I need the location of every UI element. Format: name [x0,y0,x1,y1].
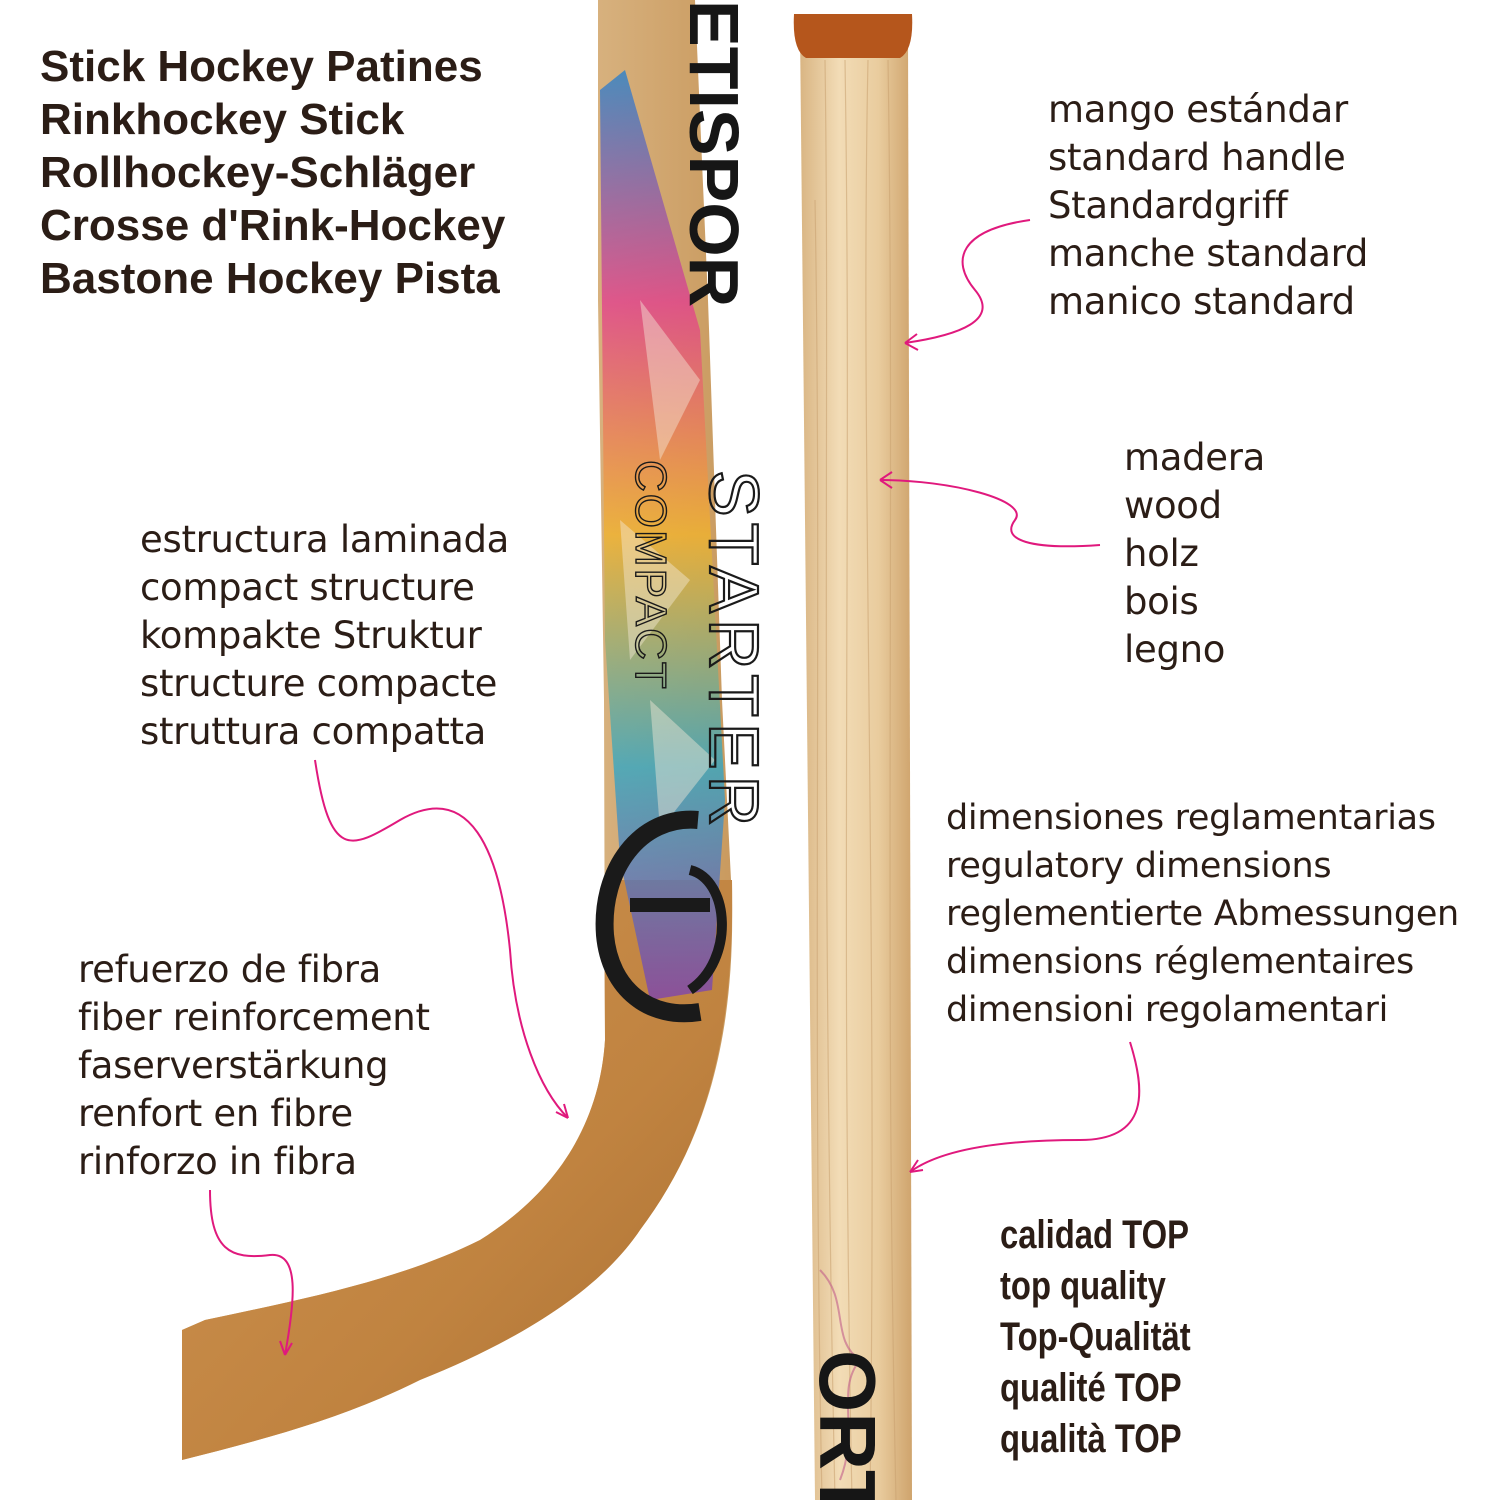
quality-line: qualità TOP [1000,1417,1182,1461]
callout-line: manico standard [1048,280,1355,323]
quality-line: qualité TOP [1000,1366,1182,1410]
callout-line: estructura laminada [140,518,510,561]
callout-line: kompakte Struktur [140,614,482,657]
callout-line: faserverstärkung [78,1044,389,1087]
callout-line: legno [1124,628,1226,671]
title-line: Rinkhockey Stick [40,95,405,144]
callout-arrows [209,219,1141,1356]
title-line: Bastone Hockey Pista [40,254,500,303]
left-stick [182,0,733,1460]
callout-line: dimensiones reglamentarias [946,798,1436,838]
callout-line: struttura compatta [140,710,487,753]
brand-logo [595,810,727,1023]
callout-fiber: refuerzo de fibra fiber reinforcement fa… [78,946,430,1186]
callout-wood: madera wood holz bois legno [1124,434,1265,674]
callout-line: holz [1124,532,1199,575]
quality-line: top quality [1000,1264,1166,1308]
callout-line: fiber reinforcement [78,996,430,1039]
callout-line: structure compacte [140,662,498,705]
quality-line: Top-Qualität [1000,1315,1191,1359]
title-line: Stick Hockey Patines [40,42,483,91]
callout-line: bois [1124,580,1199,623]
callout-line: wood [1124,484,1222,527]
callout-line: mango estándar [1048,88,1348,131]
callout-line: renfort en fibre [78,1092,353,1135]
callout-structure: estructura laminada compact structure ko… [140,516,509,756]
title-line: Crosse d'Rink-Hockey [40,201,506,250]
brand-top-text: ETISPOR [675,0,753,307]
quality-line: calidad TOP [1000,1213,1189,1257]
callout-handle: mango estándar standard handle Standardg… [1048,86,1368,326]
stick-brand-text: ETISPOR COMPACT STARTER ORT [625,0,892,1500]
product-title: Stick Hockey Patines Rinkhockey Stick Ro… [40,40,505,305]
brand-bottom-text: ORT [803,1350,892,1500]
right-stick-shaft [800,30,912,1500]
callout-line: refuerzo de fibra [78,948,382,991]
callout-line: madera [1124,436,1266,479]
callout-line: regulatory dimensions [946,846,1332,886]
quality-badge: calidad TOP top quality Top-Qualität qua… [1000,1210,1191,1465]
callout-line: standard handle [1048,136,1346,179]
model-small-text: COMPACT [626,460,675,691]
callout-line: reglementierte Abmessungen [946,894,1459,934]
callout-line: compact structure [140,566,475,609]
callout-line: Standardgriff [1048,184,1288,227]
callout-line: manche standard [1048,232,1369,275]
callout-line: rinforzo in fibra [78,1140,357,1183]
callout-dimensions: dimensiones reglamentarias regulatory di… [946,794,1459,1034]
callout-line: dimensioni regolamentari [946,990,1389,1030]
callout-line: dimensions réglementaires [946,942,1414,982]
title-line: Rollhockey-Schläger [40,148,476,197]
model-large-text: STARTER [695,470,773,832]
end-cap [793,14,913,58]
